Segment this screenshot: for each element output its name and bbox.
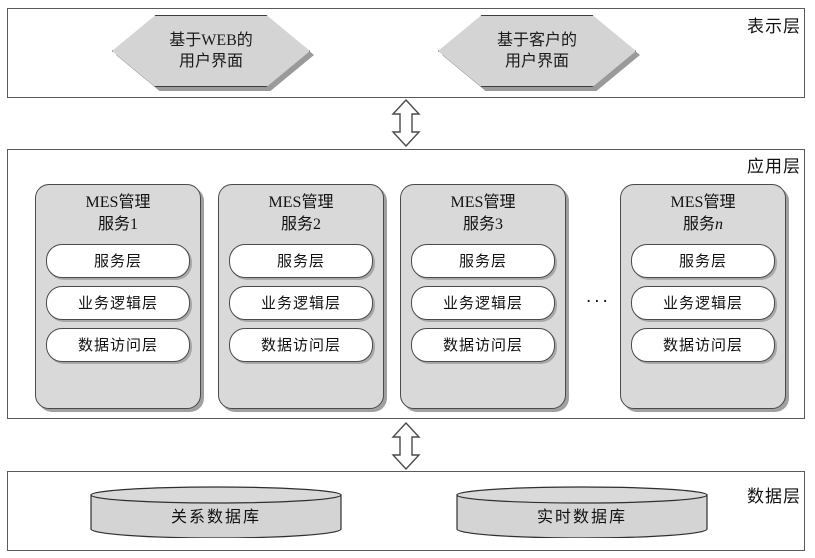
mes-service-card-n[interactable]: MES管理 服务n 服务层 业务逻辑层 数据访问层 [620, 184, 786, 409]
client-ui-line1: 基于客户的 [496, 31, 577, 49]
mes-service-card-1-title: MES管理 服务1 [36, 192, 200, 237]
mes-service-card-2-title: MES管理 服务2 [219, 192, 383, 237]
data-layer-label: 数据层 [747, 487, 801, 506]
mes-service-card-n-title-line1: MES管理 [670, 194, 736, 211]
mes-service-card-n-title: MES管理 服务n [621, 192, 785, 237]
database-cylinder-icon-2 [456, 486, 708, 539]
mes-service-card-n-data-access-layer[interactable]: 数据访问层 [631, 327, 775, 362]
double-arrow-up-down-icon-2 [391, 422, 421, 470]
client-ui-line2: 用户界面 [504, 53, 569, 70]
mes-service-card-2[interactable]: MES管理 服务2 服务层 业务逻辑层 数据访问层 [218, 184, 384, 409]
mes-service-card-1-service-layer[interactable]: 服务层 [46, 243, 190, 278]
mes-service-card-2-business-logic-layer[interactable]: 业务逻辑层 [229, 285, 373, 320]
realtime-database-node[interactable]: 实时数据库 [456, 486, 708, 539]
mes-service-card-3-title: MES管理 服务3 [401, 192, 565, 237]
web-ui-node: 基于WEB的 用户界面 [112, 15, 310, 87]
mes-service-card-n-service-layer[interactable]: 服务层 [631, 243, 775, 278]
mes-service-card-2-title-line2: 服务2 [280, 216, 321, 234]
mes-service-card-2-title-line1: MES管理 [268, 194, 334, 211]
mes-service-card-3-business-logic-layer[interactable]: 业务逻辑层 [411, 285, 555, 320]
mes-service-card-1-business-logic-layer[interactable]: 业务逻辑层 [46, 285, 190, 320]
mes-service-card-3-title-line1: MES管理 [450, 194, 516, 211]
mes-service-card-3-data-access-layer[interactable]: 数据访问层 [411, 327, 555, 362]
client-ui-node: 基于客户的 用户界面 [438, 15, 636, 87]
web-ui-line2: 用户界面 [178, 53, 243, 70]
web-ui-line1: 基于WEB的 [169, 31, 253, 49]
mes-service-card-1[interactable]: MES管理 服务1 服务层 业务逻辑层 数据访问层 [35, 184, 201, 409]
mes-service-card-3-service-layer[interactable]: 服务层 [411, 243, 555, 278]
mes-service-card-3[interactable]: MES管理 服务3 服务层 业务逻辑层 数据访问层 [400, 184, 566, 409]
presentation-layer-label: 表示层 [747, 17, 801, 36]
mes-service-card-n-title-line2: 服务n [682, 216, 723, 234]
mes-service-card-3-title-line2: 服务3 [462, 216, 503, 234]
mes-service-card-1-title-line1: MES管理 [85, 194, 151, 211]
mes-service-card-2-service-layer[interactable]: 服务层 [229, 243, 373, 278]
double-arrow-up-down-icon [391, 99, 421, 147]
mes-service-card-2-data-access-layer[interactable]: 数据访问层 [229, 327, 373, 362]
application-layer-label: 应用层 [747, 157, 801, 176]
relational-database-node[interactable]: 关系数据库 [90, 486, 342, 539]
mes-service-card-n-business-logic-layer[interactable]: 业务逻辑层 [631, 285, 775, 320]
mes-service-card-1-data-access-layer[interactable]: 数据访问层 [46, 327, 190, 362]
mes-service-card-1-title-line2: 服务1 [97, 216, 138, 234]
services-ellipsis: ... [586, 286, 611, 307]
database-cylinder-icon [90, 486, 342, 539]
